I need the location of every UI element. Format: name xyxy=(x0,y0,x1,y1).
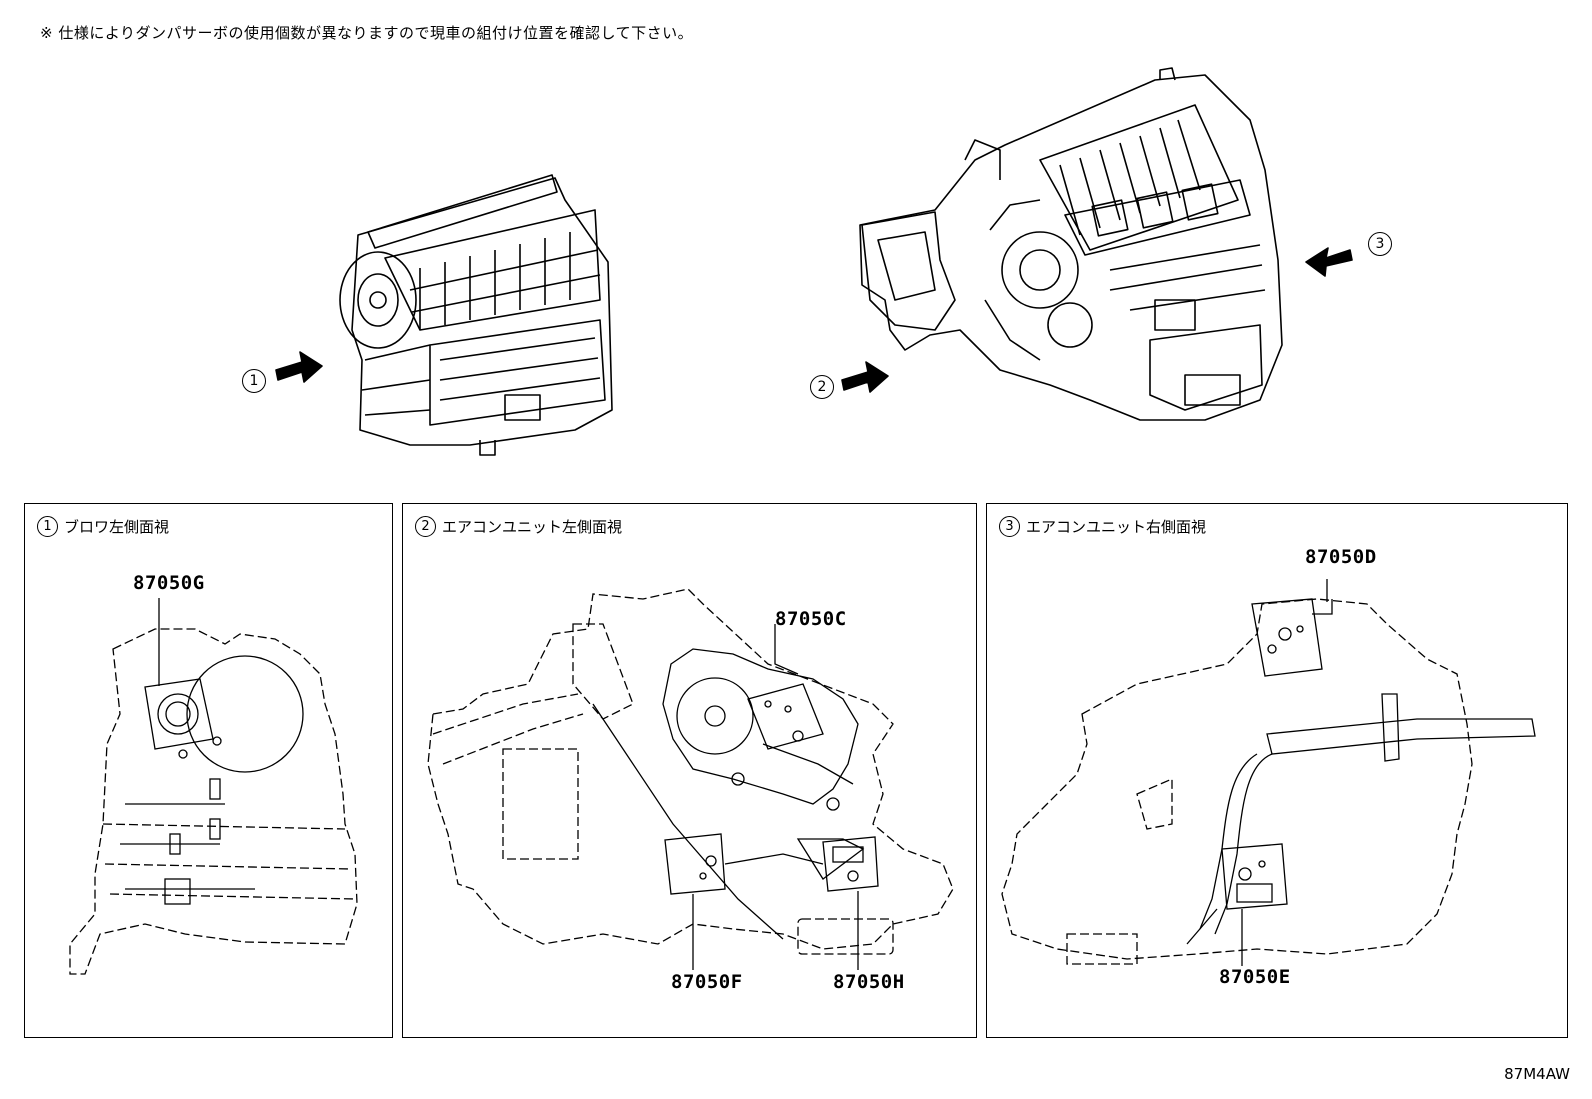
part-number-87050D: 87050D xyxy=(1305,546,1377,568)
panel-title: 2 エアコンユニット左側面視 xyxy=(415,516,622,537)
panel-aircon-right-view: 3 エアコンユニット右側面視 87050D 87050E xyxy=(986,503,1568,1038)
blower-detail-drawing xyxy=(69,598,358,975)
callout-1: 1 xyxy=(242,369,266,393)
aircon-right-detail-drawing xyxy=(1001,579,1536,966)
aircon-left-detail-drawing xyxy=(427,588,954,970)
part-number-87050H: 87050H xyxy=(833,971,905,993)
figure-id: 87M4AW xyxy=(1504,1065,1570,1083)
callout-3: 3 xyxy=(1368,232,1392,256)
blower-unit-drawing xyxy=(339,174,613,456)
aircon-unit-drawing xyxy=(859,67,1283,421)
panel-aircon-left-view: 2 エアコンユニット左側面視 87050C 87050F 87050H xyxy=(402,503,977,1038)
panel-title: 1 ブロワ左側面視 xyxy=(37,516,169,537)
part-number-87050F: 87050F xyxy=(671,971,743,993)
panel-title: 3 エアコンユニット右側面視 xyxy=(999,516,1206,537)
part-number-87050E: 87050E xyxy=(1219,966,1291,988)
callout-2: 2 xyxy=(810,375,834,399)
panel-blower-left-view: 1 ブロワ左側面視 87050G xyxy=(24,503,393,1038)
installation-note: ※ 仕様によりダンパサーボの使用個数が異なりますので現車の組付け位置を確認して下… xyxy=(40,24,694,42)
part-number-87050C: 87050C xyxy=(775,608,847,630)
part-number-87050G: 87050G xyxy=(133,572,205,594)
